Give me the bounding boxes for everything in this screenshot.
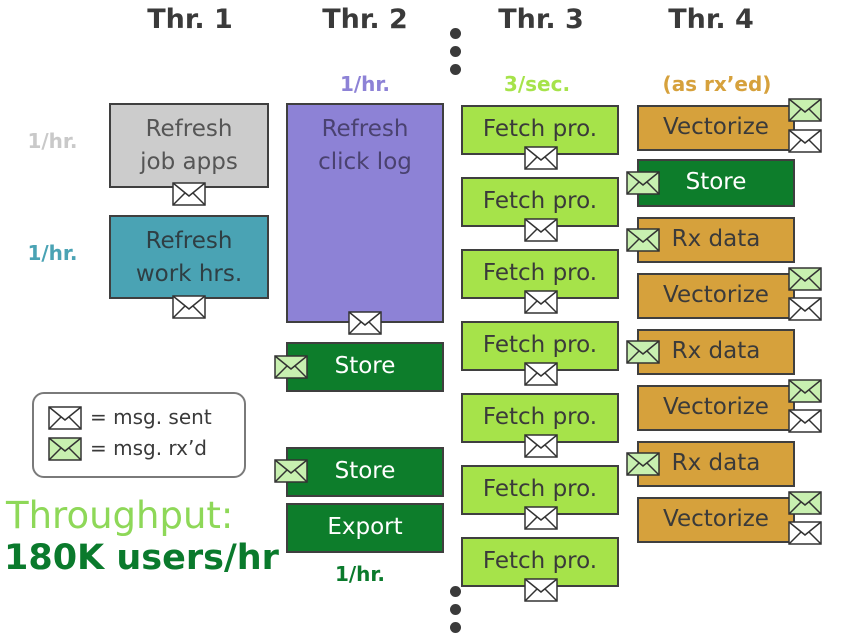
vectorize-box-3: Vectorize (637, 385, 795, 431)
legend-box: = msg. sent = msg. rx’d (32, 392, 246, 478)
legend-received-label: = msg. rx’d (90, 436, 208, 460)
envelope-sent-icon (172, 295, 206, 319)
ellipsis-bottom-dot-2 (450, 604, 461, 615)
rx-data-box-2: Rx data (637, 329, 795, 375)
store-box-thr4: Store (637, 159, 795, 207)
thr2-top-rate: 1/hr. (339, 72, 391, 96)
envelope-sent-icon (524, 578, 558, 602)
ellipsis-top-dot-2 (450, 46, 461, 57)
envelope-sent-icon (348, 311, 382, 335)
envelope-received-icon (48, 437, 82, 461)
thread-2-header: Thr. 2 (322, 4, 408, 35)
envelope-sent-icon (524, 290, 558, 314)
envelope-received-icon (788, 491, 822, 515)
refresh-click-log-box: Refresh click log (286, 103, 444, 323)
envelope-received-icon (626, 228, 660, 252)
envelope-received-icon (788, 267, 822, 291)
ellipsis-bottom-dot-3 (450, 622, 461, 633)
envelope-received-icon (788, 379, 822, 403)
envelope-sent-icon (788, 521, 822, 545)
vectorize-box-2: Vectorize (637, 273, 795, 319)
envelope-received-icon (274, 355, 308, 379)
envelope-sent-icon (524, 506, 558, 530)
envelope-sent-icon (788, 129, 822, 153)
envelope-sent-icon (48, 406, 82, 430)
legend-sent-label: = msg. sent (90, 405, 212, 429)
store-box-2: Store (286, 447, 444, 497)
envelope-received-icon (626, 340, 660, 364)
envelope-sent-icon (524, 218, 558, 242)
refresh-job-apps-box: Refresh job apps (109, 103, 269, 188)
vectorize-box-4: Vectorize (637, 497, 795, 543)
envelope-sent-icon (788, 297, 822, 321)
envelope-received-icon (626, 171, 660, 195)
refresh-work-hrs-box: Refresh work hrs. (109, 215, 269, 299)
rx-data-box-3: Rx data (637, 441, 795, 487)
envelope-sent-icon (524, 434, 558, 458)
ellipsis-top-dot-1 (450, 28, 461, 39)
store-box-1: Store (286, 342, 444, 392)
ellipsis-bottom-dot-1 (450, 586, 461, 597)
envelope-received-icon (626, 452, 660, 476)
envelope-received-icon (274, 459, 308, 483)
thr3-top-rate: 3/sec. (503, 72, 571, 96)
envelope-sent-icon (524, 362, 558, 386)
rx-data-box-1: Rx data (637, 217, 795, 263)
envelope-sent-icon (788, 409, 822, 433)
throughput-label: Throughput: (6, 494, 234, 537)
thr4-top-rate: (as rx’ed) (662, 72, 772, 96)
export-box: Export (286, 503, 444, 553)
ellipsis-top-dot-3 (450, 64, 461, 75)
thr1-top-rate: 1/hr. (27, 129, 78, 153)
envelope-sent-icon (524, 146, 558, 170)
throughput-value: 180K users/hr (4, 538, 279, 578)
thread-4-header: Thr. 4 (668, 4, 754, 35)
thr2-bottom-rate: 1/hr. (334, 562, 386, 586)
thread-3-header: Thr. 3 (498, 4, 584, 35)
vectorize-box-1: Vectorize (637, 105, 795, 151)
envelope-sent-icon (172, 182, 206, 206)
thread-1-header: Thr. 1 (147, 4, 233, 35)
fetch-profile-box-2: Fetch pro. (461, 177, 619, 227)
envelope-received-icon (788, 98, 822, 122)
thr1-mid-rate: 1/hr. (27, 241, 78, 265)
